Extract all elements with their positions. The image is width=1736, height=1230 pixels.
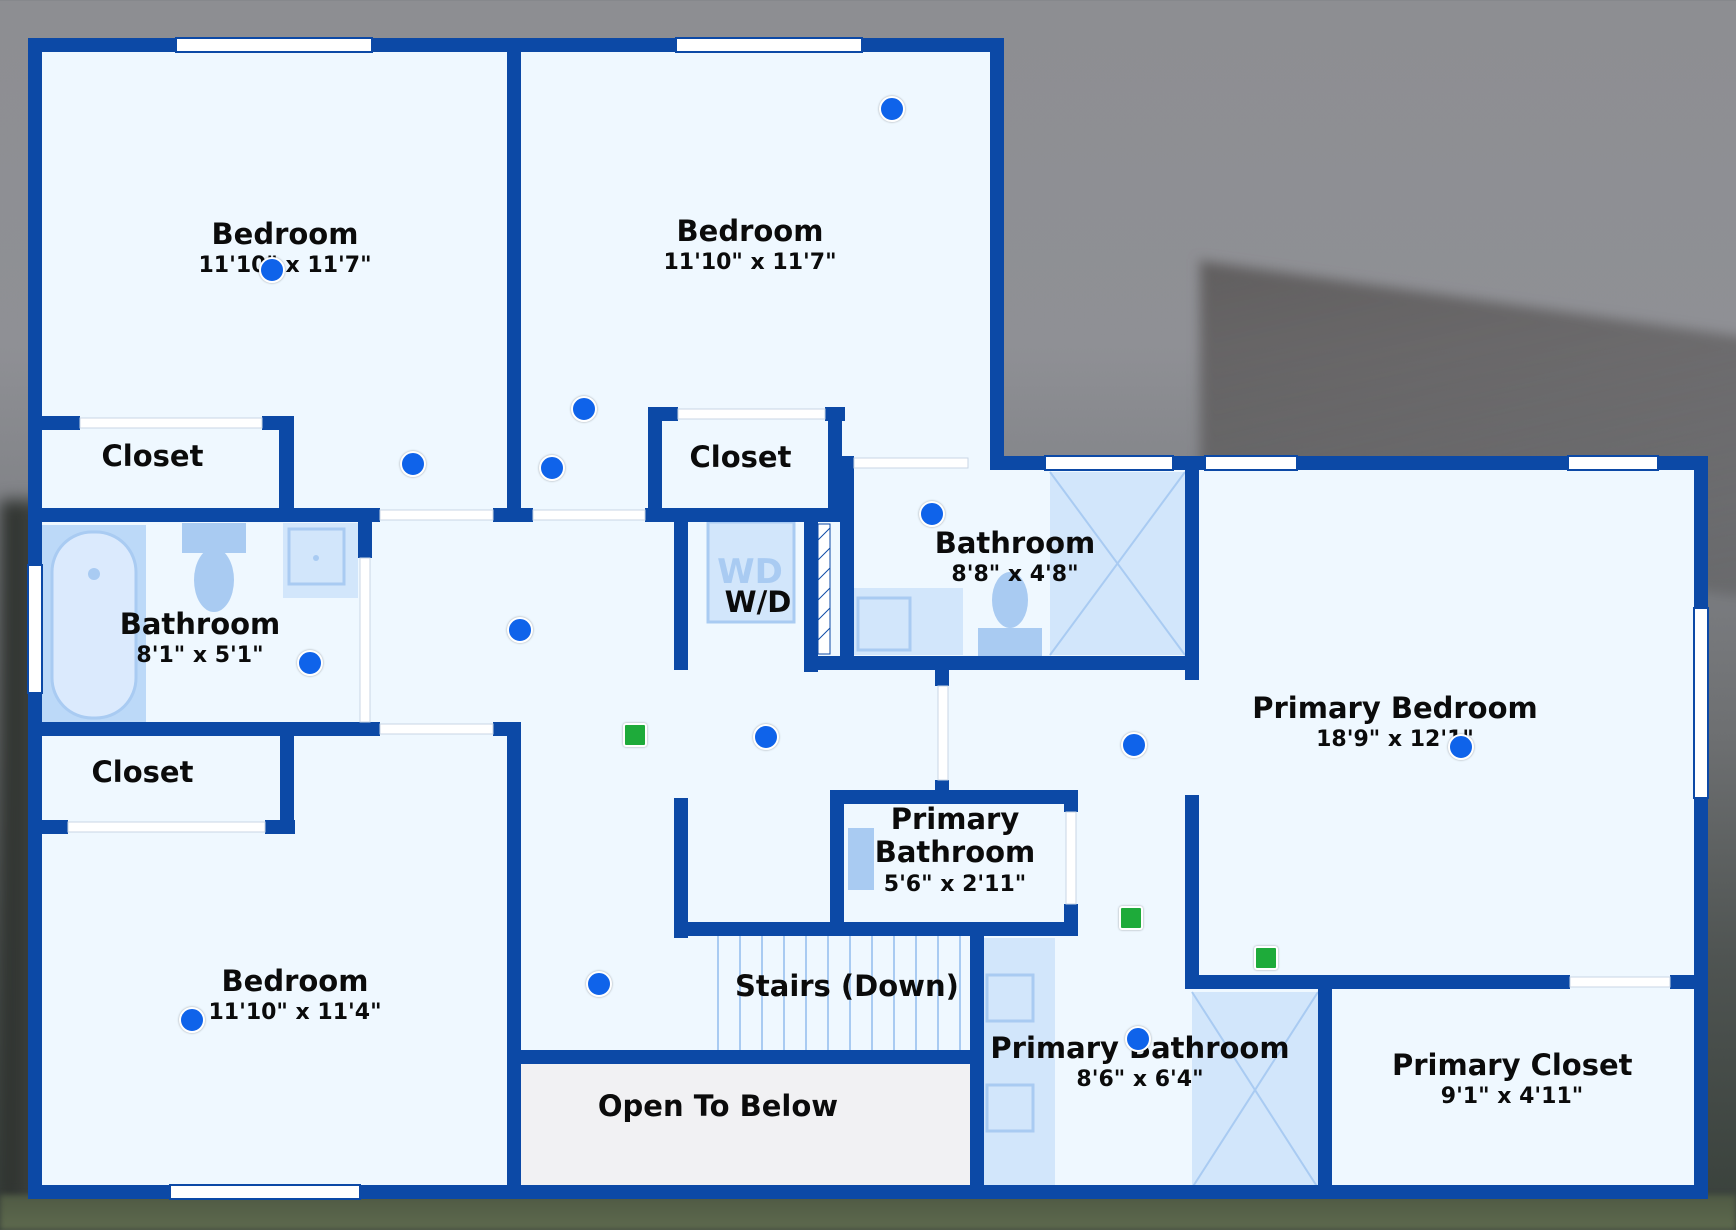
room-dims: 8'1" x 5'1" [136, 643, 264, 669]
room-name: Closet [689, 440, 792, 474]
toilet-north-bowl [992, 572, 1028, 628]
primary-sink-1 [985, 973, 1035, 1023]
room-label-bedroom-nw: Bedroom 11'10" x 11'7" [185, 217, 385, 279]
room-name: Closet [91, 755, 194, 789]
room-label-bathroom-w: Bathroom 8'1" x 5'1" [105, 607, 295, 669]
fixtures [40, 471, 1319, 1189]
room-name: Closet [101, 439, 204, 473]
panorama-marker[interactable] [1119, 906, 1143, 930]
room-dims: 11'10" x 11'7" [663, 250, 837, 276]
background-ground [0, 1195, 1736, 1230]
room-name: Primary Bedroom [1252, 691, 1538, 725]
room-name: Bedroom [676, 214, 824, 248]
room-label-laundry: W/D [718, 585, 798, 619]
room-label-closet-n: Closet [668, 440, 813, 474]
room-name: Bedroom [211, 217, 359, 251]
photo-marker[interactable] [539, 455, 565, 481]
photo-marker[interactable] [571, 396, 597, 422]
photo-marker[interactable] [1121, 732, 1147, 758]
toilet-north-tank [978, 628, 1042, 658]
wd-icon: WD [717, 552, 783, 592]
room-label-open-below: Open To Below [578, 1089, 858, 1123]
room-dims: 5'6" x 2'11" [883, 871, 1027, 897]
primary-sink-2 [985, 1083, 1035, 1133]
room-dims: 11'10" x 11'7" [198, 253, 372, 279]
room-dims: 11'10" x 11'4" [208, 1000, 382, 1026]
photo-marker[interactable] [1125, 1026, 1151, 1052]
room-dims: 9'1" x 4'11" [1440, 1084, 1584, 1110]
photo-marker[interactable] [507, 617, 533, 643]
room-label-bedroom-sw: Bedroom 11'10" x 11'4" [195, 964, 395, 1026]
photo-marker[interactable] [297, 650, 323, 676]
photo-marker[interactable] [400, 451, 426, 477]
sink-north [856, 596, 912, 652]
pocket-door [817, 523, 831, 655]
toilet-bowl [194, 548, 234, 612]
photo-marker[interactable] [259, 257, 285, 283]
doors [67, 408, 1671, 988]
room-label-bedroom-n: Bedroom 11'10" x 11'7" [650, 214, 850, 276]
photo-marker[interactable] [179, 1007, 205, 1033]
photo-marker[interactable] [586, 971, 612, 997]
washer-dryer [706, 520, 796, 624]
room-name: Bathroom [119, 607, 281, 641]
room-name: Bedroom [221, 964, 369, 998]
photo-marker[interactable] [879, 96, 905, 122]
panorama-marker[interactable] [1254, 946, 1278, 970]
photo-marker[interactable] [919, 501, 945, 527]
windows [27, 37, 1709, 1200]
bathtub-basin [50, 530, 138, 720]
room-name: W/D [724, 585, 792, 619]
room-label-bathroom-n: Bathroom 8'8" x 4'8" [930, 526, 1100, 588]
room-dims: 18'9" x 12'1" [1316, 727, 1474, 753]
photo-marker[interactable] [1448, 734, 1474, 760]
room-dims: 8'6" x 6'4" [1076, 1067, 1204, 1093]
stairs-treads [717, 935, 961, 1050]
room-label-primary-wc: Primary Bathroom 5'6" x 2'11" [858, 802, 1052, 897]
room-label-closet-sw: Closet [70, 755, 215, 789]
room-name: Bathroom [934, 526, 1096, 560]
room-name: Primary Closet [1392, 1048, 1633, 1082]
room-label-primary-closet: Primary Closet 9'1" x 4'11" [1392, 1048, 1633, 1110]
room-name-line2: Bathroom [874, 835, 1036, 870]
wc-counter [848, 828, 874, 890]
photo-marker[interactable] [753, 724, 779, 750]
floor-area [28, 40, 1708, 1195]
room-label-primary-bedroom: Primary Bedroom 18'9" x 12'1" [1235, 691, 1555, 753]
room-name: Open To Below [597, 1089, 839, 1123]
panorama-marker[interactable] [623, 723, 647, 747]
room-name: Stairs (Down) [735, 969, 959, 1003]
room-label-stairs: Stairs (Down) [735, 969, 959, 1003]
walls [28, 38, 1708, 1199]
room-name-line1: Primary [890, 802, 1020, 836]
open-to-below-area [515, 1062, 970, 1190]
sink-basin [287, 527, 346, 586]
room-dims: 8'8" x 4'8" [951, 562, 1079, 588]
room-label-closet-nw: Closet [80, 439, 225, 473]
